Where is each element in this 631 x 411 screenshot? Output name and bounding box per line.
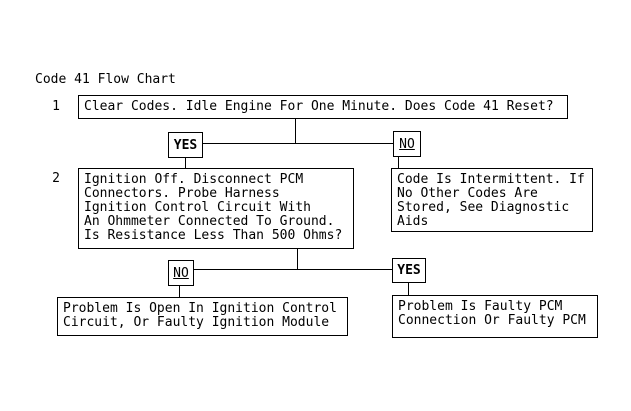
- step1-number: 1: [52, 99, 60, 114]
- yes-label-branch2: YES: [392, 258, 426, 283]
- no-label-branch2: NO: [168, 260, 194, 286]
- connector-branch1-horizontal: [202, 143, 394, 144]
- connector-step1-drop: [295, 118, 296, 144]
- step1-box: Clear Codes. Idle Engine For One Minute.…: [78, 95, 568, 119]
- connector-yes1-to-step2: [185, 157, 186, 168]
- intermittent-result-box: Code Is Intermittent. If No Other Codes …: [391, 168, 593, 232]
- connector-no1-to-intermittent: [398, 156, 399, 168]
- faulty-pcm-result-box: Problem Is Faulty PCM Connection Or Faul…: [392, 295, 598, 338]
- connector-branch2-horizontal: [193, 269, 393, 270]
- open-circuit-result-box: Problem Is Open In Ignition Control Circ…: [57, 297, 348, 336]
- step2-number: 2: [52, 171, 60, 186]
- flowchart-title: Code 41 Flow Chart: [35, 72, 176, 87]
- yes-label-branch1: YES: [168, 132, 203, 158]
- step2-box: Ignition Off. Disconnect PCM Connectors.…: [78, 168, 354, 249]
- connector-step2-drop: [297, 248, 298, 270]
- connector-no2-to-open-circuit: [179, 285, 180, 297]
- no-label-branch1: NO: [393, 131, 421, 157]
- connector-yes2-to-faulty-pcm: [408, 282, 409, 295]
